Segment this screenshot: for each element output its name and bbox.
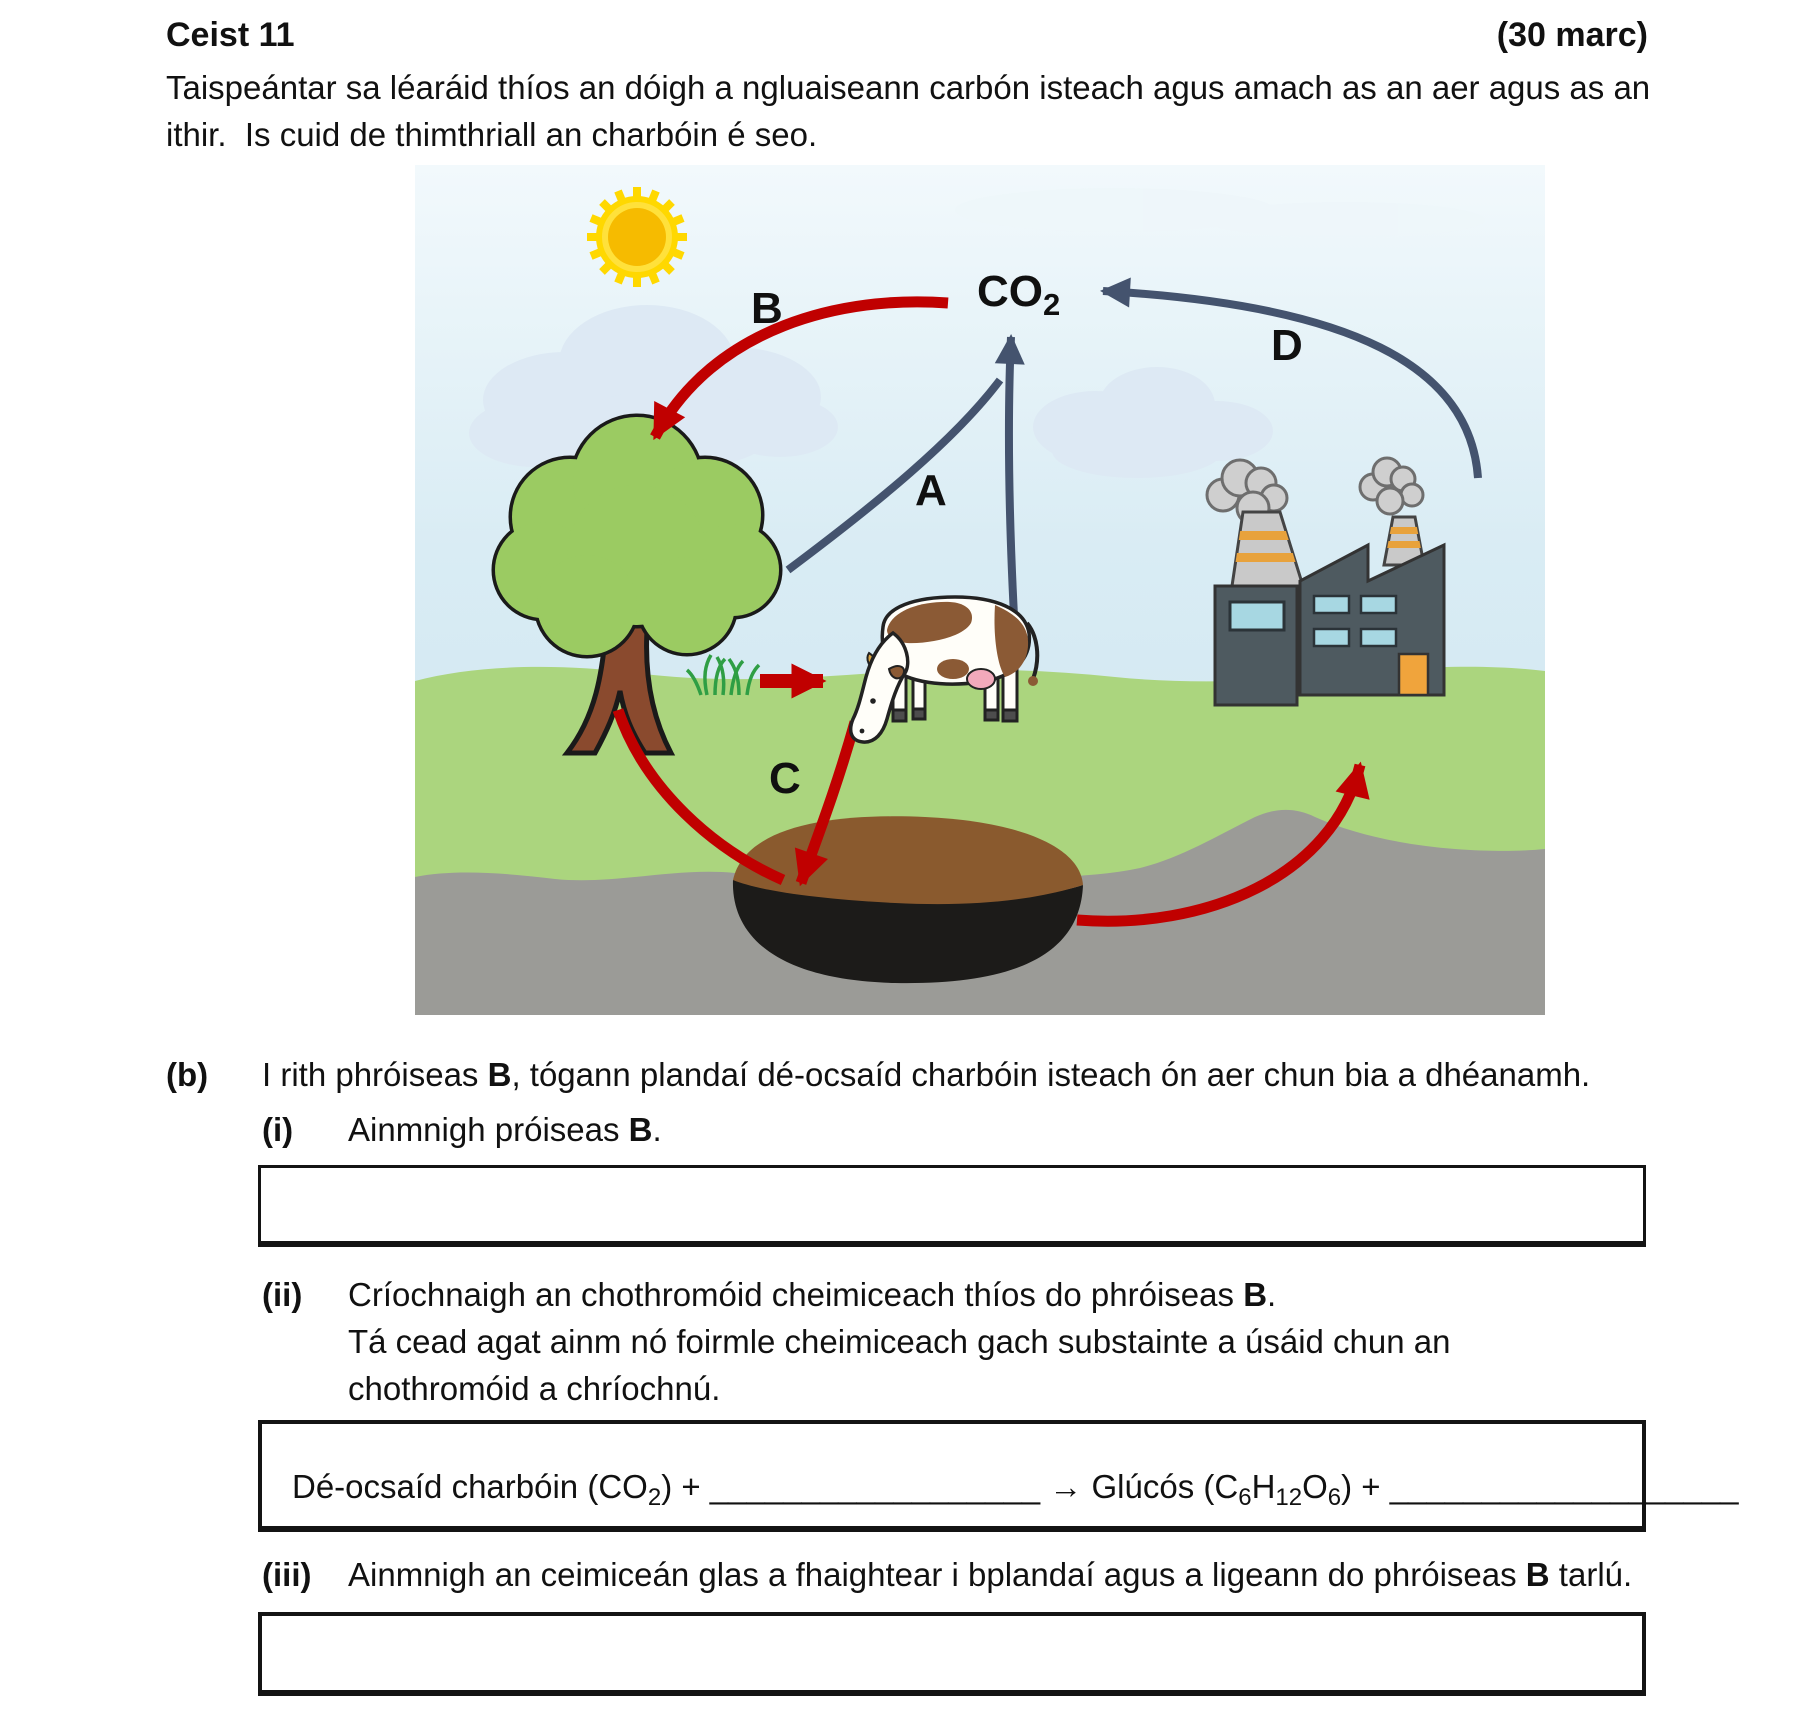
tree-icon: [491, 413, 783, 756]
intro-line-1: Taispeántar sa léaráid thíos an dóigh a …: [166, 69, 1651, 106]
part-b-ii-question: (ii) Críochnaigh an chothromóid cheimice…: [262, 1271, 1652, 1412]
intro-line-2: ithir. Is cuid de thimthriall an charbói…: [166, 116, 818, 153]
arrow-c-cow-to-soil: [794, 720, 861, 887]
part-b-ii-line1-bold: B: [1243, 1276, 1268, 1313]
answer-box-b-ii-equation[interactable]: Dé-ocsaíd charbóin (CO2) + _____________…: [258, 1420, 1738, 1532]
part-b-statement: (b) I rith phróiseas B, tógann plandaí dé…: [166, 1051, 1656, 1098]
factory-door: [1397, 652, 1430, 697]
part-b-iii-text-pre: Ainmnigh an ceimiceán glas a fhaightear …: [348, 1556, 1526, 1593]
part-b-iii-text-bold: B: [1525, 1556, 1550, 1593]
eq-sub-4: 6: [1327, 1484, 1342, 1511]
factory-window: [1228, 600, 1286, 632]
carbon-cycle-diagram: CO2 B A C D: [415, 165, 1545, 1015]
arrow-a-tree-to-co2: [785, 377, 1004, 574]
grass-tuft-icon: [685, 654, 761, 696]
part-b-ii-line2: Tá cead agat ainm nó foirmle cheimiceach…: [348, 1323, 1451, 1360]
part-b-i-text-bold: B: [628, 1111, 653, 1148]
eq-plus-2: ) +: [1341, 1468, 1390, 1505]
arrow-d-factory-to-co2: [1100, 277, 1482, 479]
part-b-iii-label: (iii): [262, 1556, 312, 1593]
intro-paragraph: Taispeántar sa léaráid thíos an dóigh a …: [166, 64, 1666, 158]
part-b-i-text-pre: Ainmnigh próiseas: [348, 1111, 629, 1148]
eq-blank-1[interactable]: __________________: [709, 1468, 1041, 1505]
part-b-i-label: (i): [262, 1111, 294, 1148]
chemical-equation: Dé-ocsaíd charbóin (CO2) + _____________…: [262, 1424, 1738, 1511]
part-b-iii-text-post: tarlú.: [1549, 1556, 1633, 1593]
sun-icon: [587, 187, 687, 287]
co2-label: CO2: [977, 267, 1060, 322]
label-a: A: [915, 466, 947, 515]
soil-mound: [732, 816, 1083, 984]
eq-sub-1: 2: [647, 1484, 662, 1511]
question-number: Ceist 11: [166, 16, 295, 54]
high-cloud: [955, 188, 1485, 238]
part-b-i-text-post: .: [652, 1111, 662, 1148]
carbon-cycle-svg: CO2 B A C D: [415, 165, 1545, 1015]
cloud-right-icon: [1033, 367, 1273, 478]
part-b-iii-question: (iii) Ainmnigh an ceimiceán glas a fhaigh…: [262, 1551, 1652, 1598]
label-d: D: [1271, 321, 1303, 370]
label-c: C: [769, 754, 801, 803]
part-b-text-post: , tógann plandaí dé-ocsaíd charbóin iste…: [511, 1056, 1591, 1093]
answer-box-b-iii[interactable]: [258, 1612, 1646, 1696]
eq-product-h: H: [1251, 1468, 1276, 1505]
arrow-c-tree-to-soil: [612, 708, 786, 886]
part-b-ii-line3: chothromóid a chríochnú.: [348, 1370, 721, 1407]
part-b-label: (b): [166, 1056, 209, 1093]
arrow-soil-to-factory: [1076, 761, 1370, 927]
label-b: B: [751, 284, 783, 333]
arrow-b-co2-to-tree: [650, 296, 949, 441]
eq-reactant-1: Dé-ocsaíd charbóin (CO: [292, 1468, 648, 1505]
part-b-ii-line1-pre: Críochnaigh an chothromóid cheimiceach t…: [348, 1276, 1244, 1313]
marks-label: (30 marc): [1496, 16, 1648, 54]
eq-plus-1: ) +: [661, 1468, 710, 1505]
part-b-text-bold: B: [487, 1056, 512, 1093]
arrow-layer: [612, 277, 1482, 927]
answer-box-b-i[interactable]: [258, 1165, 1646, 1247]
part-b-i-question: (i) Ainmnigh próiseas B.: [262, 1106, 1652, 1153]
eq-product-o: O: [1302, 1468, 1328, 1505]
factory-icon: [1205, 456, 1446, 707]
arrow-a-cow-to-co2: [994, 334, 1025, 636]
part-b-text-pre: I rith phróiseas: [262, 1056, 488, 1093]
part-b-ii-label: (ii): [262, 1276, 303, 1313]
cow-icon: [849, 595, 1040, 744]
part-b-ii-line1-post: .: [1267, 1276, 1277, 1313]
factory-windows: [1312, 594, 1398, 648]
eq-sub-2: 6: [1238, 1484, 1252, 1511]
eq-sub-3: 12: [1275, 1484, 1303, 1511]
eq-blank-2[interactable]: ___________________: [1389, 1468, 1739, 1505]
eq-product-1: Glúcós (C: [1091, 1468, 1239, 1505]
eq-arrow: →: [1040, 1468, 1092, 1505]
